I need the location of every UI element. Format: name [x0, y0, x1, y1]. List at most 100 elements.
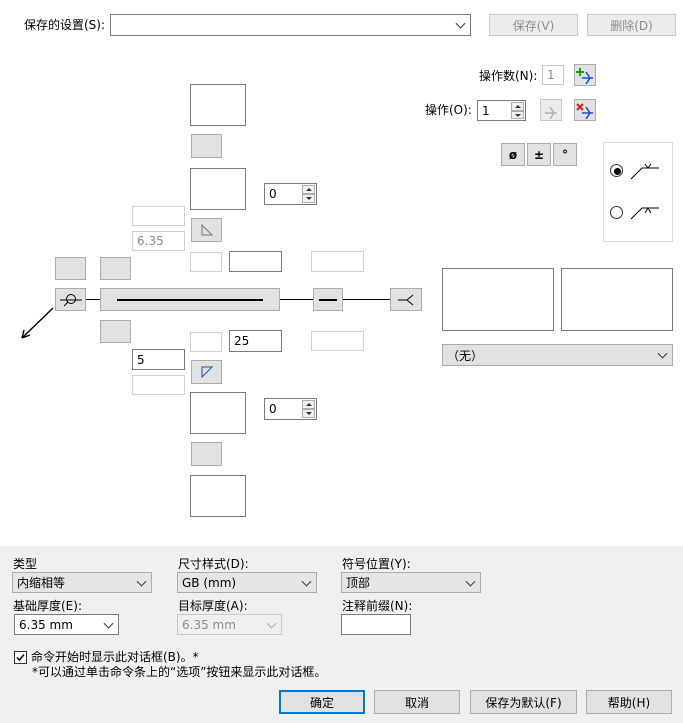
top-right-field[interactable]	[311, 251, 364, 272]
note-dropdown-value: （无）	[447, 348, 484, 363]
help-button[interactable]: 帮助(H)	[586, 690, 672, 714]
show-dialog-checkbox[interactable]	[14, 651, 27, 664]
chevron-down-icon	[136, 576, 147, 587]
checkmark-icon	[16, 654, 25, 662]
spin-up-icon[interactable]	[302, 185, 315, 194]
chevron-down-icon	[301, 576, 312, 587]
target-thickness-value: 6.35 mm	[182, 617, 236, 632]
bottom-length-field[interactable]: 25	[229, 330, 282, 352]
bottom-spinner[interactable]: 0	[264, 398, 317, 420]
type-label: 类型	[13, 557, 38, 571]
top-prefix-field[interactable]	[132, 206, 185, 226]
preview-box-left	[442, 268, 554, 331]
tail-icon	[398, 294, 414, 305]
save-button[interactable]: 保存(V)	[489, 14, 578, 36]
bottom-fillet-button[interactable]	[191, 360, 222, 384]
reference-line-seg-1	[86, 299, 100, 300]
plusminus-button[interactable]: ±	[527, 143, 551, 166]
type-value: 内缩相等	[17, 576, 66, 590]
top-fillet-button[interactable]	[191, 218, 222, 242]
dim-style-label: 尺寸样式(D):	[178, 557, 249, 571]
left-lower-button[interactable]	[100, 320, 131, 343]
delete-operation-icon	[545, 106, 557, 119]
degree-button[interactable]: °	[553, 143, 577, 166]
target-thickness-label: 目标厚度(A):	[178, 599, 248, 613]
weld-around-button[interactable]	[55, 288, 86, 311]
spin-down-icon[interactable]	[302, 194, 315, 203]
leader-arrow-icon	[21, 307, 54, 339]
weld-all-around-icon	[59, 293, 82, 306]
preview-box-right	[561, 268, 673, 331]
spin-down-icon[interactable]	[511, 110, 524, 119]
saved-settings-label: 保存的设置(S):	[24, 18, 106, 32]
operation-spinner[interactable]: 1	[477, 100, 526, 121]
weld-bottom-box-1[interactable]	[190, 392, 246, 434]
show-dialog-label: 命令开始时显示此对话框(B)。*	[31, 650, 199, 664]
leader-option-radio-1[interactable]	[610, 164, 623, 177]
type-dropdown[interactable]: 内缩相等	[12, 572, 152, 593]
save-default-button[interactable]: 保存为默认(F)	[470, 690, 577, 714]
cancel-button[interactable]: 取消	[374, 690, 460, 714]
reference-line-seg-3	[343, 299, 390, 300]
weld-bottom-box-2[interactable]	[190, 475, 246, 517]
leader-option-radio-2[interactable]	[610, 206, 623, 219]
top-spinner-value: 0	[269, 187, 277, 201]
saved-settings-dropdown[interactable]	[110, 14, 471, 36]
spin-up-icon[interactable]	[302, 400, 315, 409]
top-spinner[interactable]: 0	[264, 183, 317, 205]
chevron-down-icon	[266, 618, 277, 629]
operation-count-field[interactable]: 1	[542, 65, 564, 85]
spin-down-icon[interactable]	[302, 409, 315, 418]
bottom-spinner-value: 0	[269, 402, 277, 416]
ok-button[interactable]: 确定	[279, 690, 365, 714]
note-dropdown[interactable]: （无）	[442, 344, 673, 366]
weld-bottom-symbol-button-1[interactable]	[191, 442, 222, 466]
options-hint-text: *可以通过单击命令条上的“选项”按钮来显示此对话框。	[32, 665, 327, 679]
center-symbol-button[interactable]	[313, 288, 343, 311]
base-thickness-value: 6.35 mm	[19, 617, 73, 632]
left-upper-button-1[interactable]	[55, 257, 86, 280]
dim-style-dropdown[interactable]: GB (mm)	[177, 572, 317, 593]
reference-line-seg-2	[280, 299, 313, 300]
tail-button[interactable]	[390, 288, 422, 311]
remove-operation-button[interactable]	[574, 99, 596, 121]
symbol-position-value: 顶部	[346, 576, 371, 590]
base-thickness-label: 基础厚度(E):	[13, 599, 82, 613]
fillet-symbol-blue-icon	[201, 366, 213, 378]
base-thickness-dropdown[interactable]: 6.35 mm	[14, 614, 119, 635]
spin-up-icon[interactable]	[511, 102, 524, 111]
note-prefix-field[interactable]	[341, 614, 411, 635]
bottom-prefix-field[interactable]	[132, 375, 185, 395]
weld-top-box-1[interactable]	[190, 84, 246, 126]
operation-value: 1	[482, 103, 490, 118]
chevron-down-icon	[103, 618, 114, 629]
weld-top-symbol-button-1[interactable]	[191, 134, 222, 158]
bottom-right-field[interactable]	[311, 331, 364, 351]
delete-button[interactable]: 删除(D)	[587, 14, 676, 36]
reference-line-button[interactable]	[100, 288, 280, 311]
note-prefix-label: 注释前缀(N):	[342, 599, 413, 613]
leader-style-2-icon	[630, 207, 659, 220]
operation-label: 操作(O):	[425, 103, 472, 117]
target-thickness-dropdown[interactable]: 6.35 mm	[177, 614, 282, 635]
top-length-field[interactable]	[229, 251, 282, 272]
degree-icon: °	[562, 147, 568, 162]
operation-count-label: 操作数(N):	[479, 69, 538, 83]
symbol-position-label: 符号位置(Y):	[342, 557, 411, 571]
add-operation-button[interactable]	[574, 64, 596, 86]
delete-operation-button[interactable]	[540, 99, 562, 121]
bottom-pitch-field-small[interactable]	[190, 332, 222, 352]
bottom-size-field[interactable]: 5	[132, 349, 185, 370]
dim-style-value: GB (mm)	[182, 575, 237, 590]
top-size-field[interactable]: 6.35	[132, 231, 185, 251]
weld-top-box-2[interactable]	[190, 168, 246, 210]
chevron-down-icon	[465, 576, 476, 587]
add-operation-icon	[576, 68, 593, 84]
symbol-position-dropdown[interactable]: 顶部	[341, 572, 481, 593]
diameter-button[interactable]: ø	[501, 143, 525, 166]
plusminus-icon: ±	[533, 147, 545, 162]
chevron-down-icon	[455, 18, 466, 29]
top-pitch-field-small[interactable]	[190, 252, 222, 272]
chevron-down-icon	[657, 348, 668, 359]
left-upper-button-2[interactable]	[100, 257, 131, 280]
